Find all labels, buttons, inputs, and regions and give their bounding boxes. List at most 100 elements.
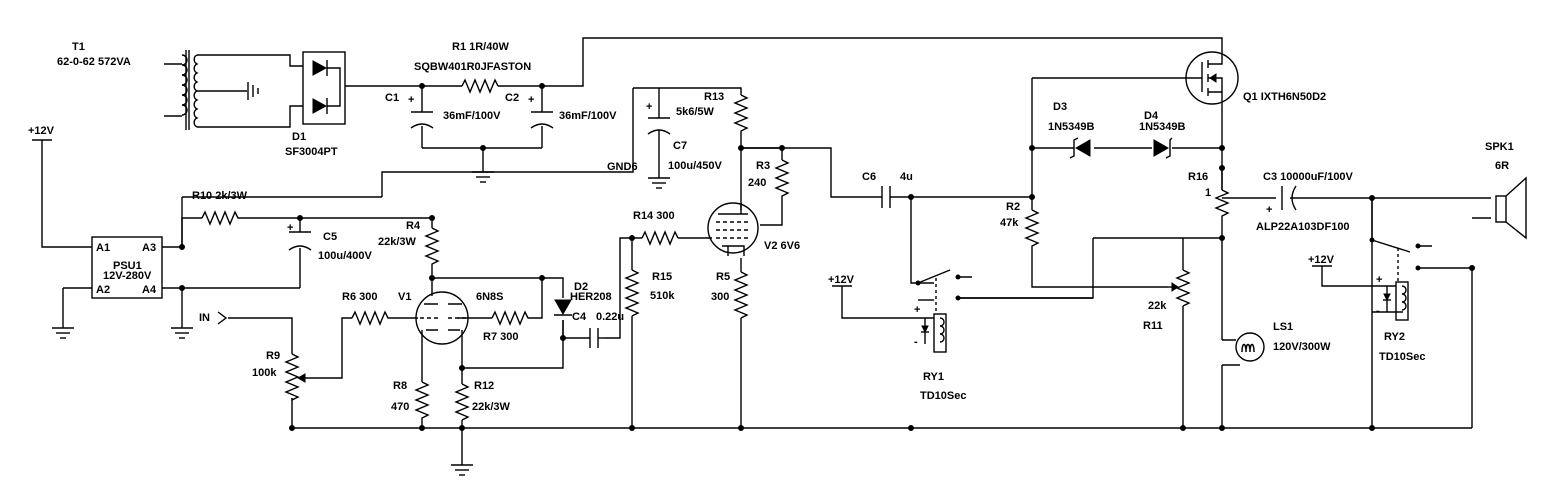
label-r5: R5: [716, 271, 730, 283]
label-psu-a4: A4: [142, 284, 157, 296]
label-psu1-val: 12V-280V: [103, 270, 152, 282]
resistor-r10: [201, 210, 240, 226]
label-gnd6: GND6: [607, 161, 638, 173]
psu1-block: [91, 236, 163, 299]
label-ry2-val: TD10Sec: [1379, 351, 1425, 363]
label-ry1-val: TD10Sec: [920, 390, 966, 402]
label-r14: R14 300: [633, 210, 675, 222]
label-v1: V1: [398, 291, 411, 303]
relay-ry2: [1369, 237, 1438, 321]
resistor-r1: [461, 78, 499, 94]
label-c2-val: 36mF/100V: [559, 110, 617, 122]
label-t1: T1: [72, 41, 85, 53]
label-in: IN: [199, 312, 210, 324]
tube-v1: [415, 291, 469, 345]
capacitor-c1: [410, 111, 434, 129]
label-r4-val: 22k/3W: [378, 236, 417, 248]
resistor-r4: [424, 227, 440, 266]
junction-dots: [179, 83, 1475, 431]
label-c6-val: 4u: [900, 171, 913, 183]
mosfet-q1: [1185, 51, 1239, 105]
label-ls1-val: 120V/300W: [1273, 341, 1331, 353]
capacitor-c2: [530, 111, 554, 129]
label-r3: R3: [756, 160, 770, 172]
resistor-r7: [491, 310, 532, 326]
label-r13-val: 5k6/5W: [676, 106, 715, 118]
ground-symbol-v1: [451, 464, 473, 476]
label-ry2-plus: +: [1376, 274, 1382, 286]
label-spk1-val: 6R: [1495, 160, 1509, 172]
label-c3-val: ALP22A103DF100: [1256, 221, 1350, 233]
label-r11-val: 22k: [1148, 300, 1167, 312]
label-r9-val: 100k: [252, 367, 277, 379]
label-ry1: RY1: [923, 371, 944, 383]
label-r2: R2: [1006, 201, 1020, 213]
tube-v2: [707, 202, 759, 256]
supply-rails: [32, 139, 1332, 287]
zener-d4: [1153, 137, 1173, 159]
label-r8: R8: [393, 380, 407, 392]
label-t1-val: 62-0-62 572VA: [57, 56, 131, 68]
label-vcc-ry1: +12V: [828, 274, 855, 286]
ground-symbol-c1c2: [472, 171, 494, 183]
label-r15: R15: [652, 271, 672, 283]
resistor-r15: [624, 269, 640, 317]
capacitor-c6: [881, 186, 891, 208]
label-d3: D3: [1053, 101, 1067, 113]
transformer-t1: [164, 50, 199, 130]
label-d2: D2: [574, 281, 588, 293]
label-d3-val: 1N5349B: [1048, 121, 1095, 133]
resistor-r8: [414, 381, 430, 420]
label-q1: Q1 IXTH6N50D2: [1243, 91, 1326, 103]
label-v2: V2 6V6: [764, 240, 800, 252]
label-c1-val: 36mF/100V: [443, 110, 501, 122]
resistor-r16: [1214, 189, 1230, 218]
label-vcc-ry2: +12V: [1308, 254, 1335, 266]
label-c5-val: 100u/400V: [318, 250, 372, 262]
label-r3-val: 240: [748, 177, 766, 189]
label-ry1-minus: -: [914, 336, 918, 348]
label-psu-a1: A1: [96, 242, 110, 254]
potentiometer-r11: [1168, 269, 1191, 307]
label-r16-val: 1: [1205, 187, 1211, 199]
component-labels: T1 62-0-62 572VA D1 SF3004PT R1 1R/40W S…: [28, 41, 1514, 413]
label-c7: C7: [673, 140, 687, 152]
relay-ry1: [915, 269, 1093, 353]
label-vcc-psu: +12V: [28, 125, 55, 137]
label-ls1: LS1: [1273, 321, 1293, 333]
bridge-rectifier-d1: [302, 51, 346, 125]
label-r4: R4: [406, 220, 421, 232]
resistor-r12: [454, 383, 470, 421]
label-ry1-plus: +: [914, 304, 920, 316]
label-plus-c5: +: [287, 222, 293, 234]
label-r7: R7 300: [483, 331, 518, 343]
label-v1-val: 6N8S: [476, 291, 504, 303]
label-psu-a2: A2: [96, 284, 110, 296]
label-c4-val: 0.22u: [596, 311, 624, 323]
label-c7-val: 100u/450V: [668, 160, 722, 172]
label-c1: C1: [385, 92, 399, 104]
label-r11: R11: [1143, 320, 1163, 332]
label-plus-c7: +: [646, 101, 652, 113]
diode-d2: [554, 299, 572, 316]
capacitor-c5: [288, 231, 312, 251]
resistor-r5: [733, 271, 749, 319]
capacitor-c3: [1281, 185, 1297, 211]
ground-symbol-center-tap: [247, 82, 259, 100]
resistor-r3: [774, 159, 790, 204]
resistor-r14: [641, 230, 679, 246]
label-r16: R16: [1188, 171, 1208, 183]
label-r5-val: 300: [711, 291, 729, 303]
zener-d3: [1069, 137, 1091, 159]
lamp-ls1: [1222, 332, 1265, 366]
label-plus-c3: +: [1266, 204, 1272, 216]
label-ry2-minus: -: [1376, 305, 1380, 317]
ground-symbol-c7: [648, 177, 670, 189]
label-plus-c2: +: [528, 94, 534, 106]
label-r12: R12: [474, 380, 494, 392]
label-c2: C2: [505, 92, 519, 104]
label-r9: R9: [266, 350, 280, 362]
capacitor-c4: [589, 328, 605, 348]
label-plus-c1: +: [408, 94, 414, 106]
